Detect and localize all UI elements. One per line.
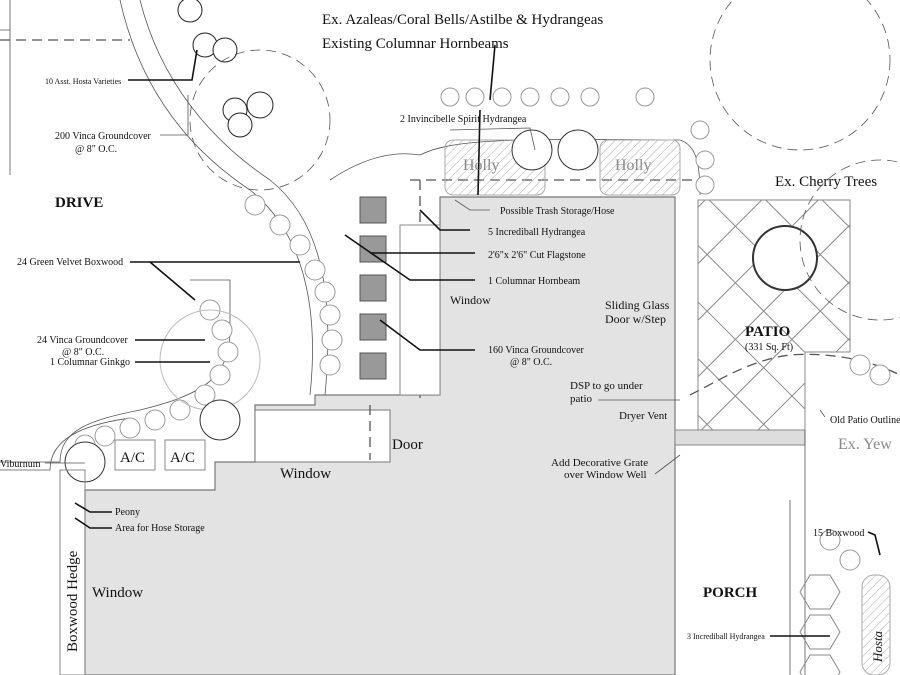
- callout-vinca200: 200 Vinca Groundcover: [55, 131, 152, 142]
- hostas: [177, 0, 274, 138]
- callout-invincibelle: 2 Invincibelle Spirit Hydrangea: [400, 114, 527, 125]
- callout-trash: Possible Trash Storage/Hose: [500, 206, 615, 217]
- callout-hornbeam1: 1 Columnar Hornbeam: [488, 276, 580, 287]
- callout-grate1: Add Decorative Grate: [551, 457, 648, 469]
- label-window-top: Window: [450, 293, 491, 307]
- label-window-mid: Window: [280, 466, 331, 482]
- callout-incrediball3: 3 Incrediball Hydrangea: [687, 632, 765, 641]
- callout-boxwood24: 24 Green Velvet Boxwood: [17, 257, 123, 268]
- callout-azaleas: Ex. Azaleas/Coral Bells/Astilbe & Hydran…: [322, 12, 603, 28]
- callout-cherry: Ex. Cherry Trees: [775, 174, 877, 190]
- hydrangea: [557, 129, 599, 171]
- door-step: [254, 409, 391, 463]
- holly-right: [599, 139, 681, 196]
- ac-unit: [164, 439, 206, 471]
- flagstones: [359, 196, 387, 380]
- label-porch: PORCH: [703, 585, 757, 601]
- callout-hosta: 10 Asst. Hosta Varieties: [45, 77, 121, 86]
- label-ex-yew: Ex. Yew: [838, 436, 892, 453]
- patio: [674, 199, 851, 446]
- hydrangea: [511, 129, 553, 171]
- label-window-left: Window: [92, 585, 143, 601]
- callout-vinca160: 160 Vinca Groundcover: [488, 345, 585, 356]
- hornbeam: [199, 399, 241, 441]
- boxwood-row: [74, 194, 891, 571]
- callout-sliding1: Sliding Glass: [605, 298, 670, 312]
- label-patio-size: (331 Sq. Ft): [745, 342, 793, 353]
- fire-pit: [752, 225, 818, 291]
- callout-hose: Area for Hose Storage: [115, 523, 205, 534]
- callout-viburnum: Viburnum: [0, 459, 41, 470]
- callout-vinca160-spacing: @ 8" O.C.: [510, 357, 552, 368]
- label-holly-left: Holly: [463, 157, 499, 174]
- callout-peony: Peony: [115, 507, 140, 518]
- callout-dryer: Dryer Vent: [619, 410, 667, 422]
- hosta-bed: [861, 574, 891, 675]
- label-boxwood-hedge: Boxwood Hedge: [65, 550, 81, 652]
- callout-vinca200-spacing: @ 8" O.C.: [75, 144, 117, 155]
- callout-vinca24-spacing: @ 8" O.C.: [62, 347, 104, 358]
- callout-dsp1: DSP to go under: [570, 380, 643, 392]
- hexagon-pavers: [799, 574, 841, 675]
- callout-sliding2: Door w/Step: [605, 312, 666, 326]
- callout-hornbeams: Existing Columnar Hornbeams: [322, 36, 509, 52]
- label-door: Door: [392, 437, 423, 453]
- callout-old-patio: Old Patio Outline: [830, 415, 900, 426]
- label-ac-1: A/C: [120, 450, 145, 466]
- ac-unit: [114, 439, 156, 471]
- label-hosta: Hosta: [870, 630, 885, 663]
- azalea-row: [440, 87, 715, 195]
- drive-edge: [119, 0, 313, 396]
- label-holly-right: Holly: [615, 157, 651, 174]
- label-ac-2: A/C: [170, 450, 195, 466]
- callout-grate2: over Window Well: [564, 469, 647, 481]
- callout-dsp2: patio: [570, 393, 592, 405]
- callout-boxwood15: 15 Boxwood: [813, 528, 864, 539]
- leader-lines: [45, 44, 881, 637]
- label-drive: DRIVE: [55, 195, 103, 211]
- callout-ginkgo: 1 Columnar Ginkgo: [50, 357, 130, 368]
- callout-vinca24: 24 Vinca Groundcover: [37, 335, 129, 346]
- label-patio: PATIO: [745, 324, 790, 340]
- callout-incrediball5: 5 Incrediball Hydrangea: [488, 227, 586, 238]
- callout-flagstone: 2'6"x 2'6" Cut Flagstone: [488, 250, 586, 261]
